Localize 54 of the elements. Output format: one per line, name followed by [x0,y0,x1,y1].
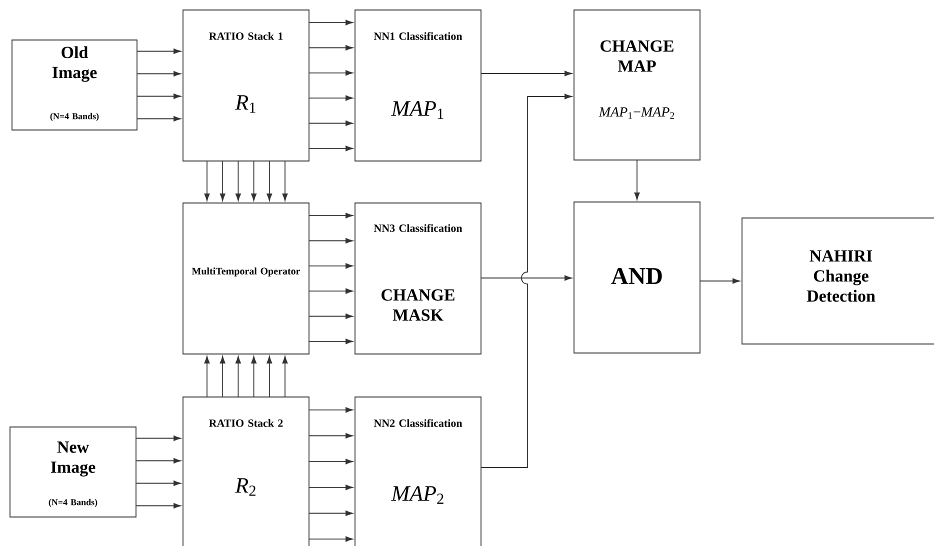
process-box: AND [574,202,700,354]
arrow [481,94,572,468]
arrow [251,161,256,201]
arrow [204,161,210,201]
arrow [309,288,353,294]
arrow [700,278,740,284]
arrow [136,480,181,486]
arrow [236,356,241,397]
arrow [634,160,640,200]
arrow [266,356,272,397]
arrow [309,458,353,464]
arrow [309,20,353,26]
arrow [137,94,181,99]
arrow [309,433,353,438]
arrow [309,45,353,50]
arrow [136,503,181,508]
arrow [137,48,181,54]
process-box: RATIO Stack 1 R$_{1}$ [182,10,310,162]
process-box: Old Image (N=4 Bands) [12,40,138,130]
arrow [481,275,572,281]
arrow [136,436,181,441]
process-box: NN3 Classification CHANGE MASK [354,202,482,354]
arrow [309,95,353,101]
arrow [309,238,353,244]
process-box: New Image (N=4 Bands) [10,426,136,518]
arrow [309,407,353,413]
arrow [309,70,353,76]
arrow [251,356,256,397]
arrow [204,356,210,397]
arrow [137,71,181,76]
arrow [309,212,353,218]
arrow [266,161,272,201]
arrow [137,116,181,122]
arrow [309,120,353,126]
process-box: RATIO Stack 2 R$_{2}$ [182,396,310,546]
process-box: NN2 Classification MAP$_{2}$ [354,396,482,546]
arrow [309,338,353,344]
arrow [136,458,181,464]
arrow [309,314,353,319]
process-box: CHANGE MAP MAP$_{1}$−MAP$_{2}$ [574,10,700,160]
arrow [309,146,353,152]
arrow [220,356,226,397]
arrow [309,510,353,516]
arrow [309,263,353,269]
process-box: NN1 Classification MAP$_{1}$ [354,10,482,162]
process-box: MultiTemporal Operator [182,202,310,354]
arrow [282,356,288,397]
process-box: NAHIRI Change Detection [742,218,934,344]
arrow [282,161,288,201]
arrow [220,161,226,201]
arrow [236,161,241,201]
arrow [481,70,572,76]
arrow [309,536,353,542]
arrow [309,484,353,490]
